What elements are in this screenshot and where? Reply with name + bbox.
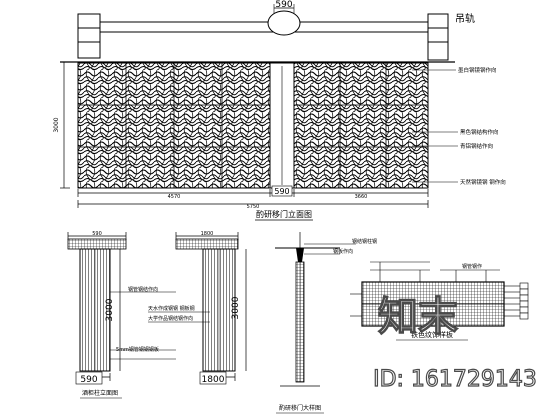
col-note-1: 钢管钢结作向 — [128, 286, 158, 293]
door-callout-leaders — [304, 243, 356, 255]
note-2: 黑色钢结构作向 — [460, 128, 499, 136]
left-col-height-dim: 3000 — [105, 298, 115, 321]
top-elevation: 590 吊轨 3000 — [53, 0, 506, 221]
col-note-2: 天水作成钢钢 钢板钢 — [148, 305, 195, 312]
panel-detail-title: 铁色纹饰样板 — [411, 330, 453, 339]
dim-right: 3660 — [355, 194, 368, 200]
left-col-bottom-dim: 590 — [80, 375, 97, 385]
right-glass-panel — [293, 62, 429, 189]
door-note-2: 钢板作向 — [333, 248, 353, 255]
note-3: 青铝钢结作向 — [460, 142, 493, 150]
watermark-logo: 知末 — [378, 294, 458, 340]
col-note-3: 大学作品钢结钢作向 — [148, 315, 193, 322]
column-sections: 590 590 3000 1800 1800 3000 钢管钢结作向 — [67, 231, 247, 399]
left-col-top-dim: 590 — [92, 231, 102, 237]
left-column-cap — [67, 238, 127, 250]
panel-detail: 钢管钢作 铁色纹饰样板 — [350, 261, 529, 341]
col-note-4: 5mm钢管钢钢钢板 — [116, 346, 159, 353]
dim-left: 4570 — [168, 194, 181, 200]
watermark-id: ID: 161729143 — [373, 367, 537, 392]
panel-side-leaders — [350, 285, 520, 317]
height-dim — [60, 61, 70, 189]
top-dim-label: 590 — [275, 0, 292, 10]
panel-top-leaders — [370, 261, 500, 282]
right-col-height-dim: 3000 — [231, 296, 241, 319]
note-4: 天然钢镜钢 钢作向 — [460, 178, 506, 186]
door-hanger — [296, 248, 304, 262]
panel-dividers — [78, 63, 428, 188]
bottom-dims — [77, 189, 429, 208]
height-dim-label: 3000 — [53, 117, 60, 132]
column-callout-leaders — [110, 291, 210, 360]
rail-label: 吊轨 — [455, 12, 475, 25]
dim-mid: 590 — [274, 187, 289, 196]
door-detail-title: 酌研移门大样图 — [279, 404, 321, 412]
watermark: 知末 ID: 161729143 — [372, 293, 537, 392]
rail-pulley — [267, 10, 301, 36]
rail-brackets — [77, 13, 449, 61]
note-1: 墨白钢镜钢作向 — [458, 66, 497, 74]
right-callout-leaders — [412, 69, 458, 183]
column-section-title: 酒柜柱立面图 — [82, 389, 118, 397]
right-col-top-dim: 1800 — [201, 231, 214, 237]
door-note-1: 钢结钢柱钢 — [352, 238, 377, 245]
door-detail: 钢结钢柱钢 钢板作向 酌研移门大样图 — [275, 232, 377, 414]
panel-note: 钢管钢作 — [462, 263, 482, 270]
right-column-cap — [175, 238, 239, 250]
right-col-bottom-dim: 1800 — [202, 375, 225, 385]
panel-markers — [519, 282, 529, 320]
dim-total: 5750 — [247, 204, 260, 210]
top-elevation-title: 酌研移门立面图 — [256, 209, 312, 219]
